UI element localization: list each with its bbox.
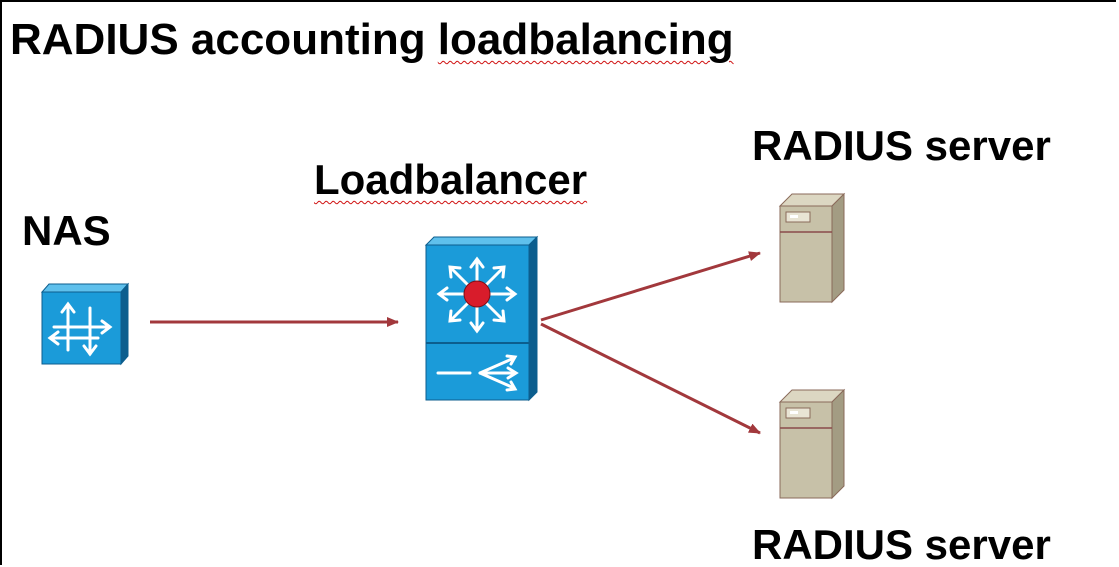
arrow-loadbalancer-to-server-bottom xyxy=(540,322,761,435)
router-icon xyxy=(40,282,130,366)
server-tower-icon xyxy=(778,388,846,500)
title-text: RADIUS accounting xyxy=(10,15,438,64)
title-spell-word: loadbalancing xyxy=(437,15,734,64)
diagram-title: RADIUS accounting loadbalancing xyxy=(10,18,734,62)
radius-server-bottom-label: RADIUS server xyxy=(752,521,1051,566)
server-tower-icon xyxy=(778,192,846,304)
arrow-loadbalancer-to-server-top xyxy=(540,251,761,322)
multilayer-switch-icon xyxy=(424,235,539,402)
loadbalancer-label: Loadbalancer xyxy=(314,156,588,203)
nas-label: NAS xyxy=(22,207,111,254)
radius-server-top-label: RADIUS server xyxy=(752,122,1051,169)
